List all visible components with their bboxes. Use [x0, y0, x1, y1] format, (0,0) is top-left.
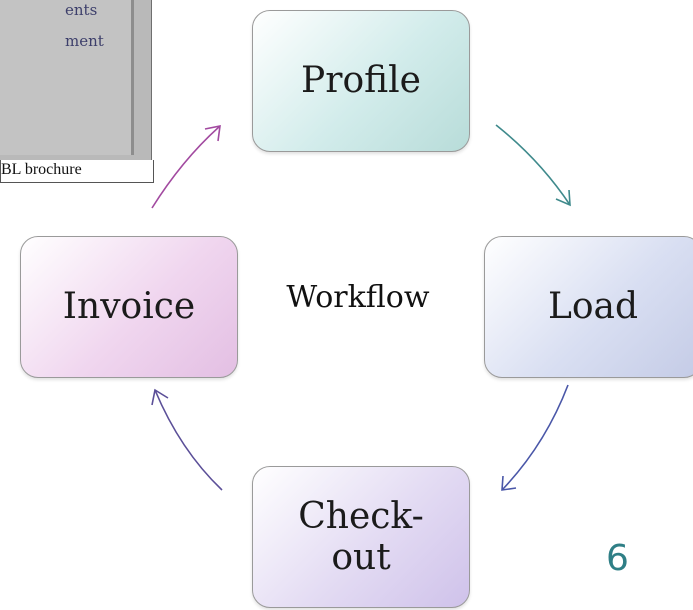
- diagram-center-label: Workflow: [286, 280, 430, 315]
- page-number: 6: [606, 538, 629, 579]
- brochure-thumbnail: ents ment: [0, 0, 152, 176]
- arrow-profile-to-load: [495, 124, 571, 206]
- brochure-caption: BL brochure: [0, 160, 154, 183]
- node-profile-label: Profile: [301, 60, 421, 102]
- arrowhead-load-to-checkout: [501, 475, 517, 491]
- arrow-invoice-to-profile: [151, 125, 221, 209]
- node-profile: Profile: [252, 10, 470, 152]
- node-checkout-label: Check- out: [298, 495, 424, 578]
- node-invoice: Invoice: [20, 236, 238, 378]
- brochure-image: ents ment: [0, 0, 134, 155]
- arrowhead-profile-to-load: [555, 189, 571, 207]
- arrowhead-checkout-to-invoice: [151, 388, 169, 406]
- brochure-text-line-2: ment: [65, 32, 104, 50]
- node-load: Load: [484, 236, 693, 378]
- brochure-text-line-1: ents: [65, 1, 98, 19]
- arrow-checkout-to-invoice: [154, 389, 223, 491]
- arrowhead-invoice-to-profile: [204, 124, 221, 142]
- brochure-caption-wrap: BL brochure: [0, 0, 154, 183]
- node-checkout: Check- out: [252, 466, 470, 608]
- arrow-load-to-checkout: [501, 384, 569, 491]
- node-load-label: Load: [547, 286, 639, 328]
- node-invoice-label: Invoice: [62, 286, 196, 328]
